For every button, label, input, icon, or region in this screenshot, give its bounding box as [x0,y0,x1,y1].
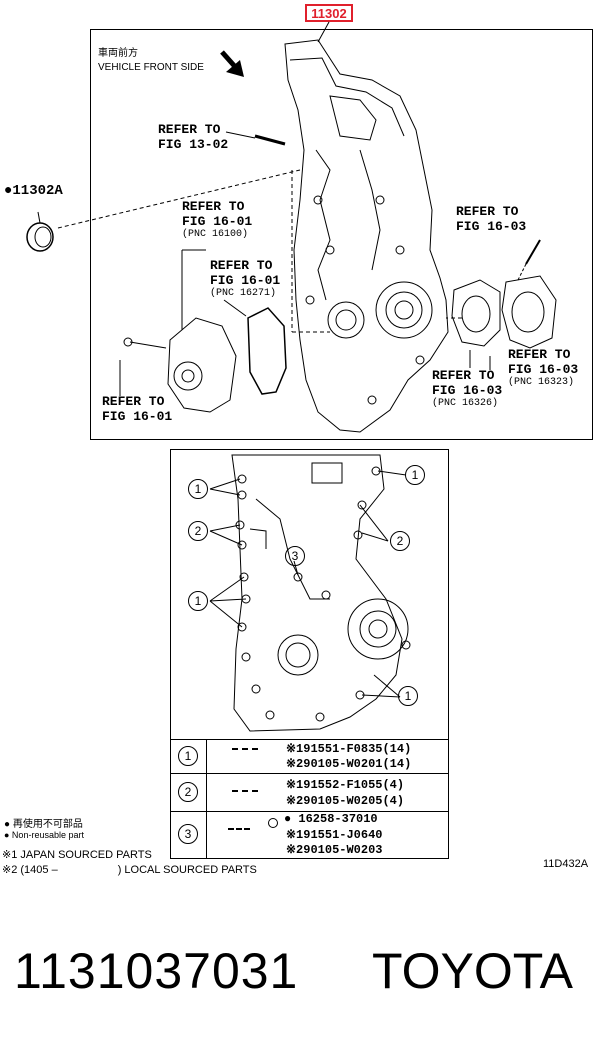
part-number-box: 11302 [305,4,353,22]
exploded-view-frame [90,29,593,440]
table-row: 1 ※191551-F0835(14) ※290105-W0201(14) [170,739,449,773]
bolt-icon [232,748,258,752]
bolt-icon [232,790,258,794]
exploded-view-drawing [26,21,557,433]
table-row: 2 ※191552-F1055(4) ※290105-W0205(4) [170,773,449,811]
ref-fig-16-03: REFER TO FIG 16-03 [456,204,527,234]
footer-part-number: 1131037031 [14,943,299,999]
water-pump-gasket [247,307,287,395]
callout-2: 2 [390,531,410,551]
footer-brand: TOYOTA [372,943,573,999]
non-reusable-marker: ● [4,183,13,199]
callout-3: 3 [285,546,305,566]
oil-seal [26,211,54,252]
bolt-location-frame [170,449,449,859]
legend-note-1: ※1 JAPAN SOURCED PARTS [2,849,152,861]
vehicle-front-arrow [220,50,244,77]
vehicle-front-label-jp: 車両前方 [98,48,138,59]
timing-chain-cover [284,39,449,433]
legend-non-reusable-jp: ● 再使用不可部品 [4,819,83,830]
callout-1: 1 [188,479,208,499]
ref-fig-16-03-pnc-16326: REFER TO FIG 16-03 (PNC 16326) [432,368,503,409]
ref-fig-16-03-pnc-16323: REFER TO FIG 16-03 (PNC 16323) [508,347,579,388]
ref-fig-16-01-pnc-16100: REFER TO FIG 16-01 (PNC 16100) [182,199,253,240]
callout-1: 1 [405,465,425,485]
vehicle-front-label-en: VEHICLE FRONT SIDE [98,62,204,73]
table-row: 3 ● 16258-37010 ※191551-J0640 ※290105-W0… [170,811,449,859]
water-pump [123,317,237,413]
callout-2: 2 [188,521,208,541]
ref-fig-16-01-pnc-16271: REFER TO FIG 16-01 (PNC 16271) [210,258,281,299]
callout-1: 1 [188,591,208,611]
stud-bolt [225,131,286,146]
ref-fig-13-02: REFER TO FIG 13-02 [158,122,229,152]
illustration-code: 11D432A [543,858,589,870]
row-number: 3 [178,824,198,844]
side-part-number: 11302A [12,183,63,199]
callout-1: 1 [398,686,418,706]
water-inlet-housing [451,239,557,349]
legend-non-reusable-en: ● Non-reusable part [4,830,84,840]
washer-icon [268,818,278,828]
row-number: 1 [178,746,198,766]
bolt-location-drawing [209,454,411,732]
side-part-label: ●11302A [4,184,63,199]
row-number: 2 [178,782,198,802]
bolt-icon [228,828,250,832]
ref-fig-16-01: REFER TO FIG 16-01 [102,394,173,424]
legend-note-2: ※2 (1405 –) LOCAL SOURCED PARTS [2,864,257,876]
